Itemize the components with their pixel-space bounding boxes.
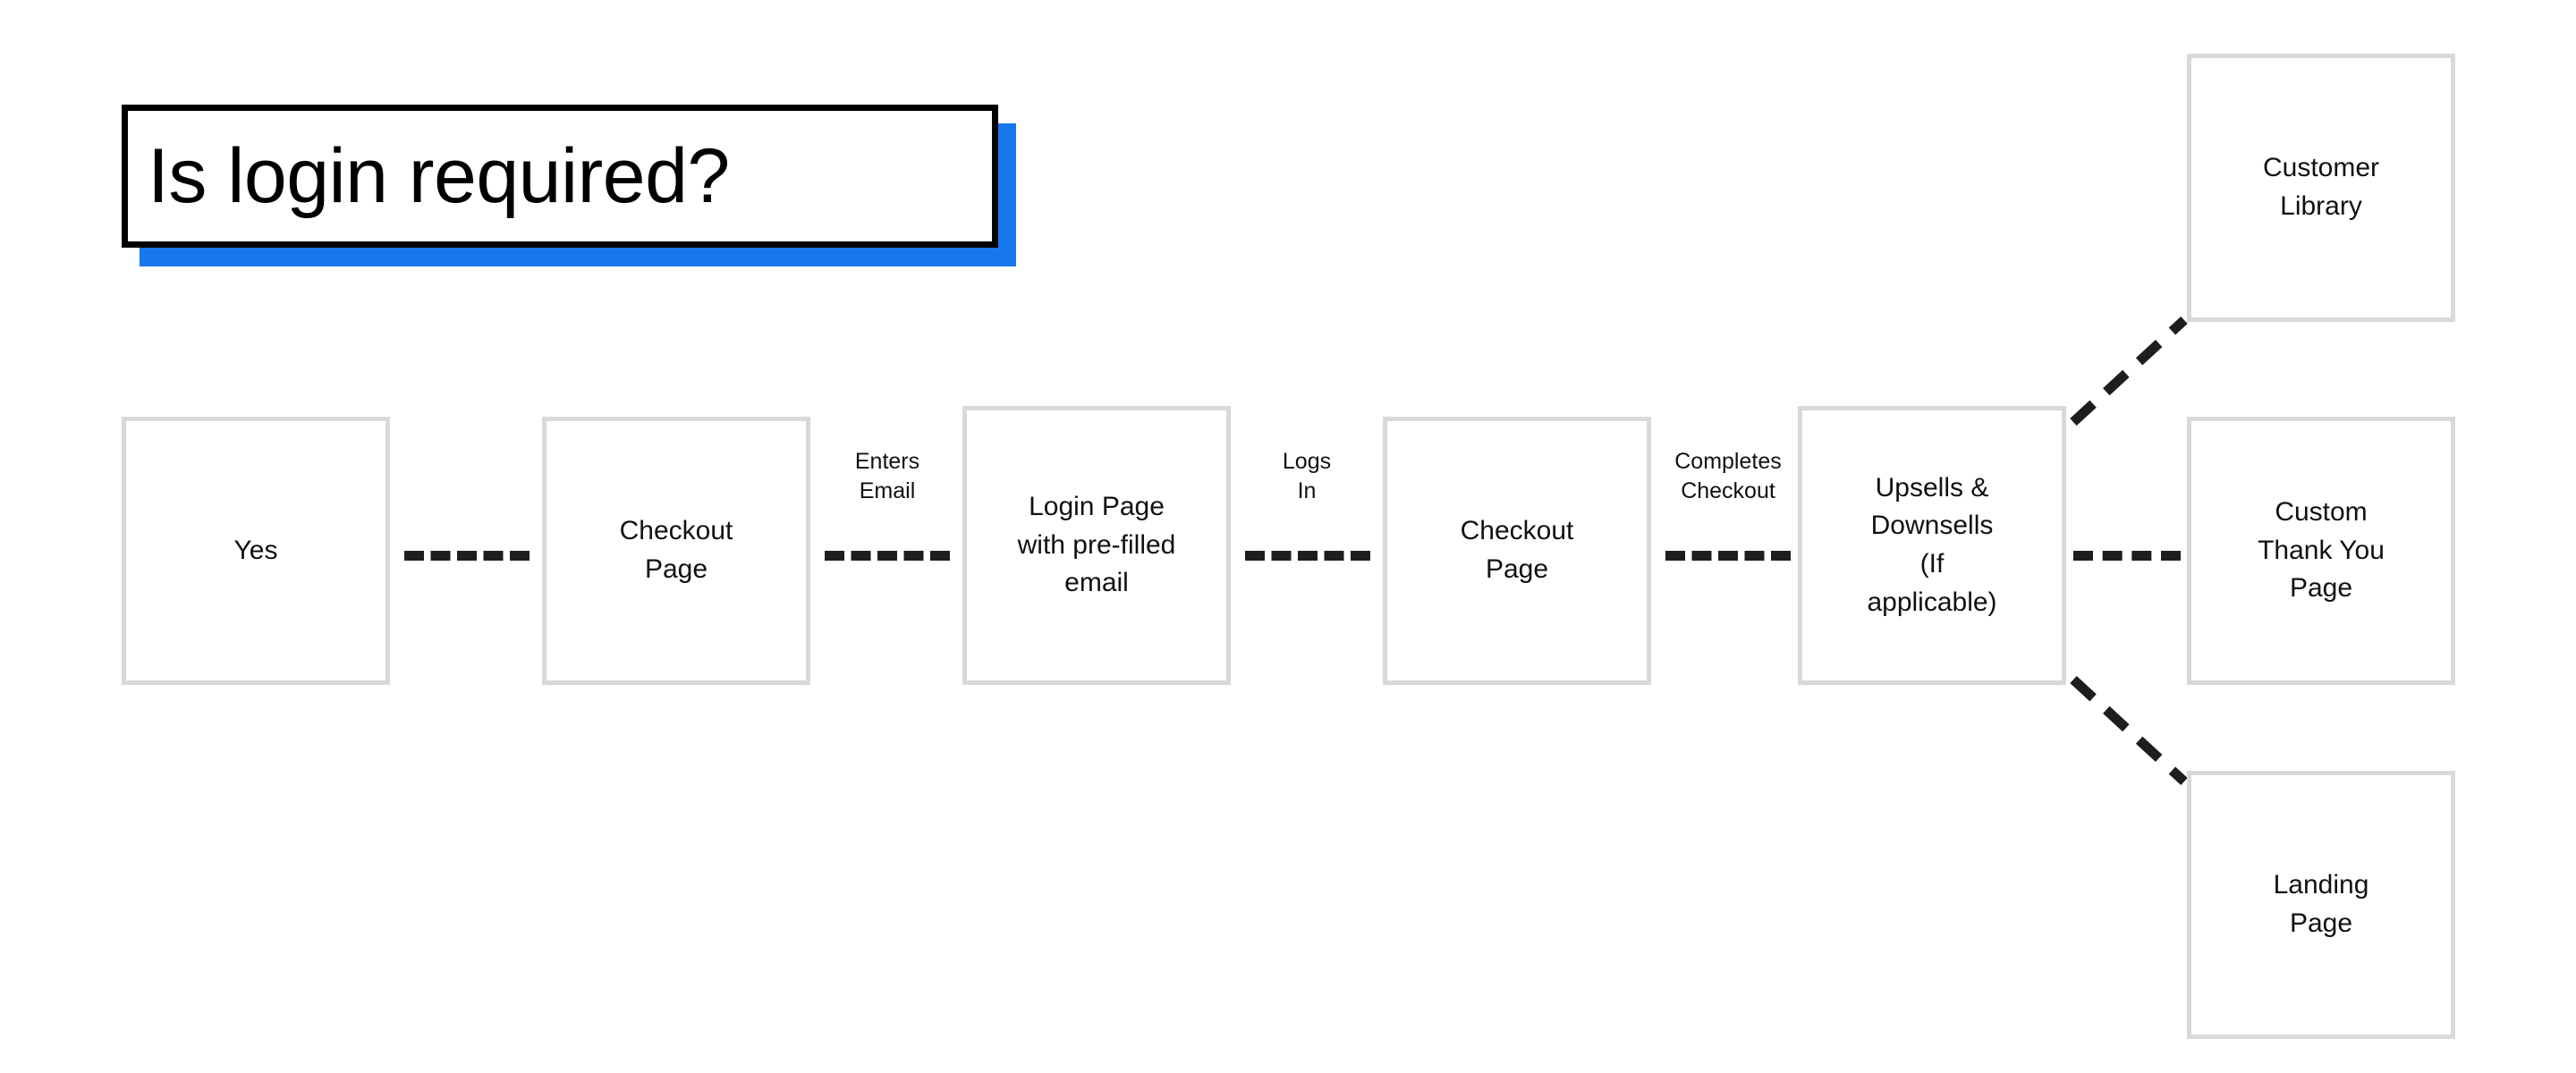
node-customer-library[interactable]: Customer Library <box>2187 54 2455 322</box>
connector-checkout-2-to-upsells <box>1665 551 1791 561</box>
connector-login-to-checkout-2 <box>1245 551 1370 561</box>
node-landing-page[interactable]: Landing Page <box>2187 771 2455 1039</box>
node-label: Checkout Page <box>1460 516 1574 584</box>
node-label: Login Page with pre-filled email <box>1017 492 1176 598</box>
title-card-box: Is login required? <box>122 105 998 248</box>
connector-upsells-to-landing-page <box>2070 675 2188 786</box>
node-login-page[interactable]: Login Page with pre-filled email <box>962 406 1231 685</box>
edge-label-completes-checkout: Completes Checkout <box>1674 449 1782 503</box>
node-yes[interactable]: Yes <box>122 417 390 685</box>
title-card: Is login required? <box>122 105 1016 266</box>
node-label: Customer Library <box>2262 153 2380 221</box>
connector-checkout-1-to-login <box>825 551 950 561</box>
node-label: Upsells & Downsells (If applicable) <box>1867 472 1997 617</box>
page-title: Is login required? <box>148 132 730 219</box>
edge-label-enters-email: Enters Email <box>854 449 920 503</box>
node-checkout-page-2[interactable]: Checkout Page <box>1383 417 1651 685</box>
edge-label-logs-in: Logs In <box>1282 449 1332 503</box>
node-label: Landing Page <box>2273 870 2369 938</box>
node-label: Yes <box>233 535 278 565</box>
connector-upsells-to-customer-library <box>2070 316 2188 427</box>
connector-upsells-to-thank-you <box>2073 551 2181 561</box>
connector-yes-to-checkout-1 <box>404 551 530 561</box>
node-upsells-downsells[interactable]: Upsells & Downsells (If applicable) <box>1798 406 2066 685</box>
node-label: Custom Thank You Page <box>2258 497 2385 604</box>
node-checkout-page-1[interactable]: Checkout Page <box>542 417 810 685</box>
dashed-line <box>2070 675 2188 786</box>
node-custom-thank-you-page[interactable]: Custom Thank You Page <box>2187 417 2455 685</box>
node-label: Checkout Page <box>619 516 733 584</box>
dashed-line <box>2070 316 2188 427</box>
